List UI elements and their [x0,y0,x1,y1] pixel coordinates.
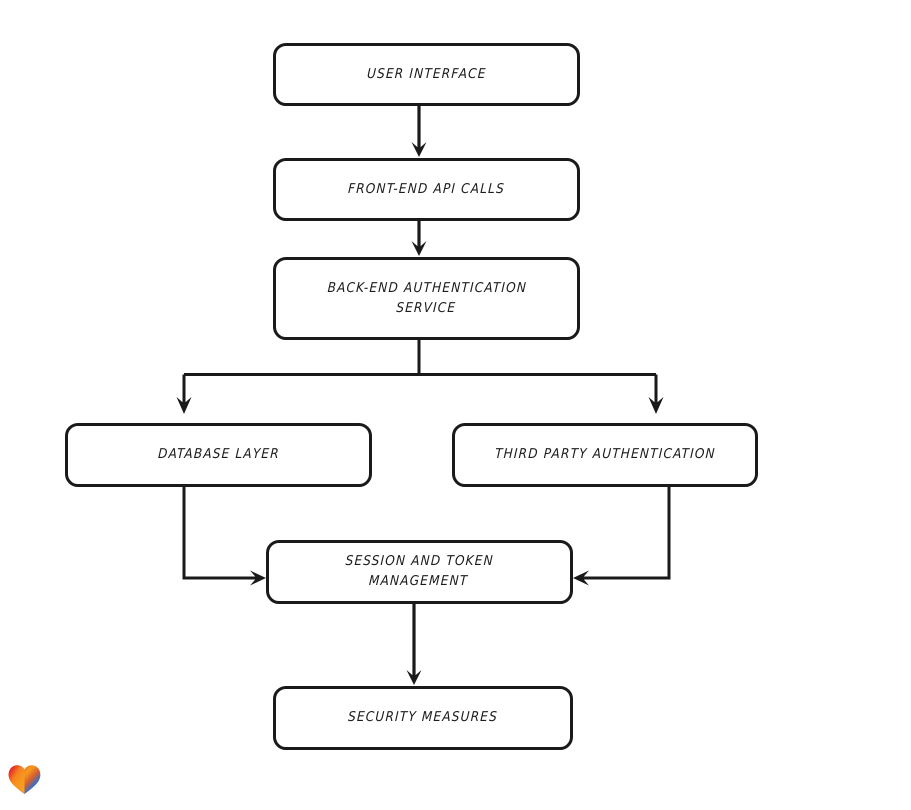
edge-ui-to-api [411,106,427,157]
node-session-and-token-management[interactable]: Session and Token Management [266,540,573,604]
edge-thirdparty-to-session [573,487,671,586]
node-back-end-authentication-service[interactable]: Back-End Authentication Service [273,257,580,340]
node-security-measures-label: Security Measures [347,709,499,726]
edge-backend-split [176,340,664,414]
node-security-measures[interactable]: Security Measures [273,686,573,750]
node-back-end-authentication-service-label: Back-End Authentication Service [326,279,528,316]
edge-database-to-session [182,487,266,586]
edge-session-to-security [406,604,422,685]
node-session-and-token-management-label: Session and Token Management [345,553,495,589]
node-database-layer[interactable]: Database Layer [65,423,372,487]
edge-api-to-backend [411,221,427,256]
node-database-layer-label: Database Layer [157,446,280,463]
node-front-end-api-calls-label: Front-End API Calls [347,180,506,197]
node-third-party-authentication[interactable]: Third Party Authentication [452,423,758,487]
heart-icon [8,765,41,794]
node-user-interface-label: User Interface [366,65,487,82]
node-front-end-api-calls[interactable]: Front-End API Calls [273,158,580,221]
node-third-party-authentication-label: Third Party Authentication [494,446,716,463]
node-user-interface[interactable]: User Interface [273,43,580,106]
